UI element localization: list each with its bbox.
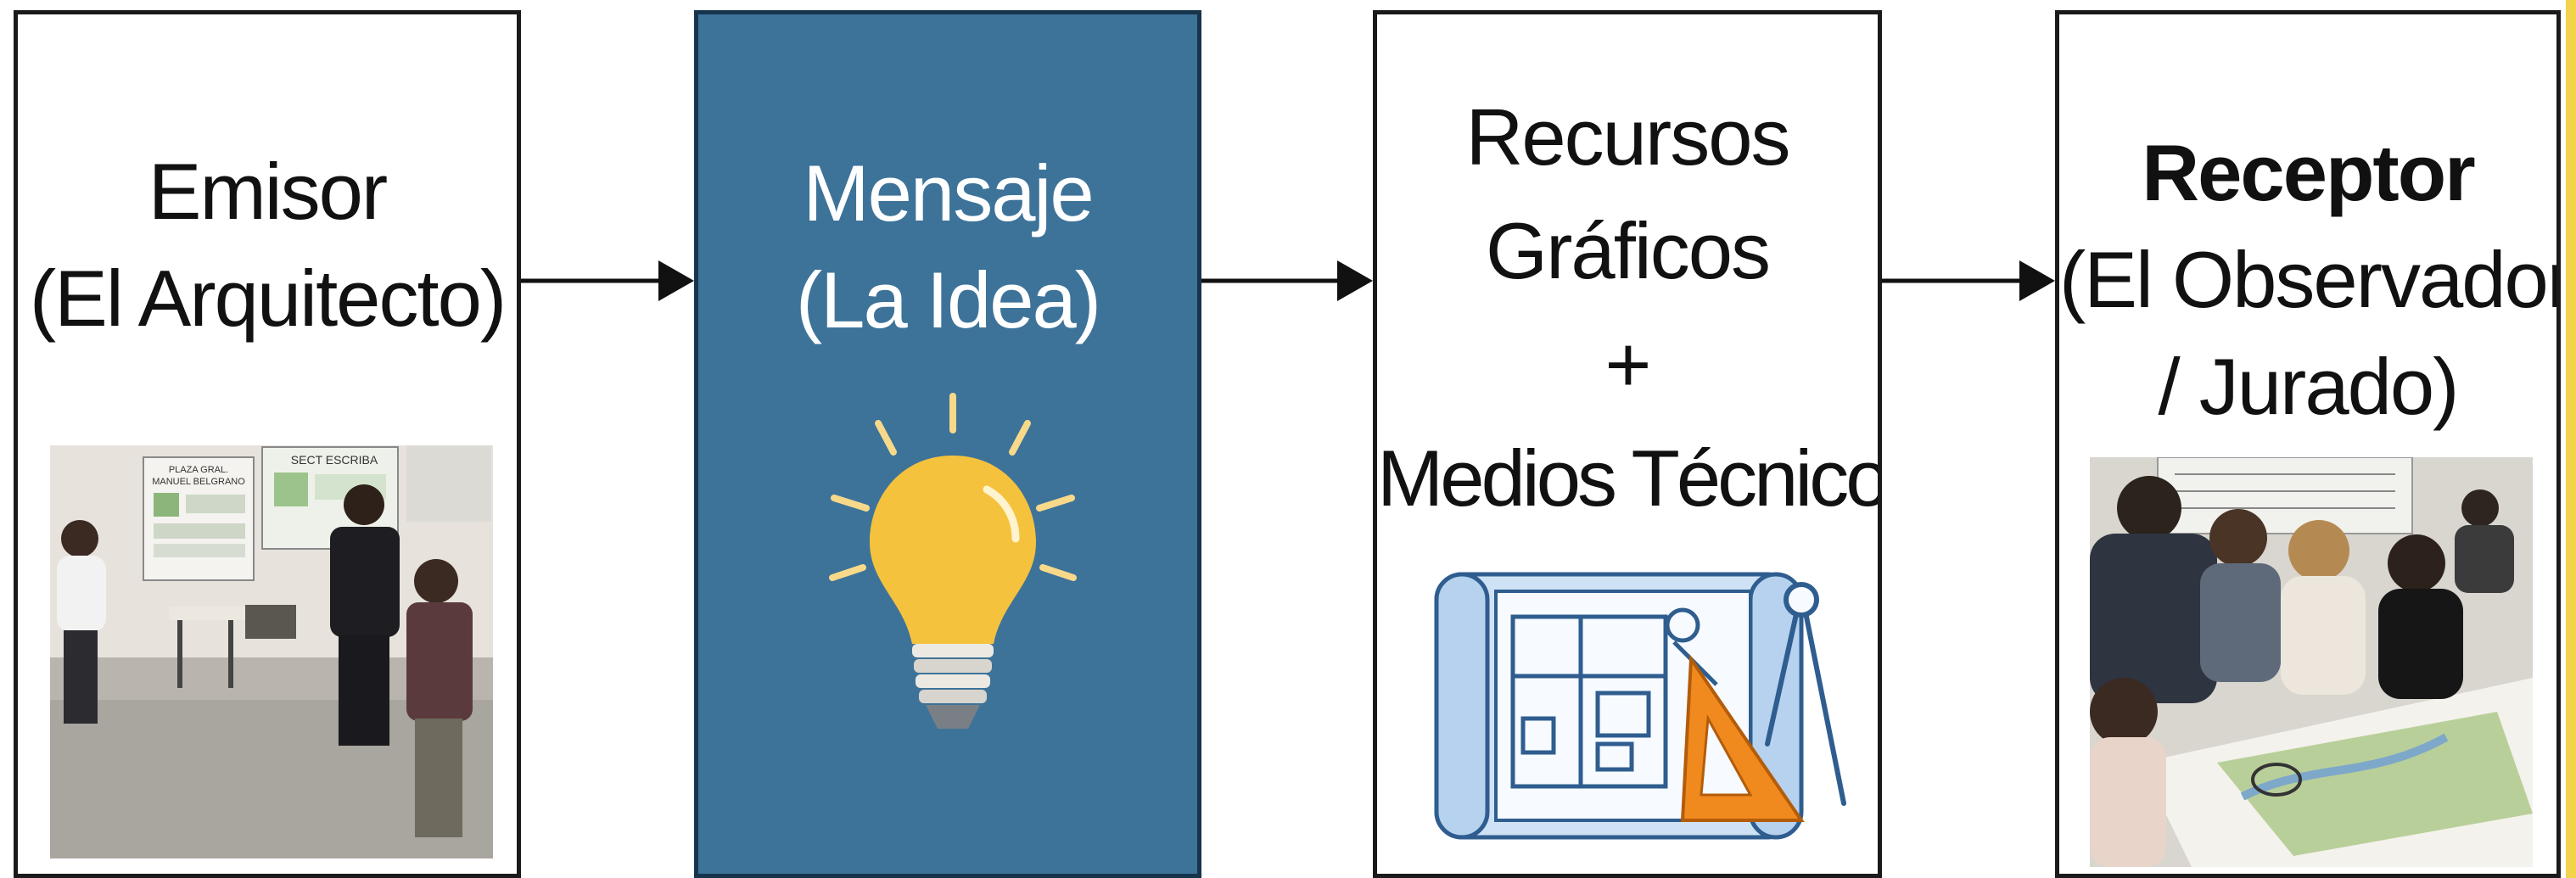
blueprint-drafting-tools-icon	[1434, 572, 1846, 840]
board-heading-line-2: MANUEL BELGRANO	[152, 477, 245, 487]
board-label: SECT ESCRIBA	[291, 453, 378, 467]
recursos-title-line-3: +	[1604, 320, 1652, 409]
students-presenting-board-photo: PLAZA GRAL. MANUEL BELGRANO SECT ESCRIBA	[50, 445, 493, 858]
recursos-title-line-4: Medios Técnicos	[1377, 433, 1882, 523]
arrow-mensaje-to-recursos	[1201, 260, 1373, 301]
mensaje-box: Mensaje (La Idea)	[694, 10, 1201, 878]
receptor-title-line-2: (El Observador	[2059, 235, 2561, 324]
lightbulb-icon	[829, 393, 1077, 729]
emisor-box: Emisor (El Arquitecto) PLAZA GRAL. MANUE…	[14, 10, 521, 878]
receptor-title-line-1: Receptor	[2142, 128, 2475, 217]
recursos-box: Recursos Gráficos + Medios Técnicos	[1373, 10, 1882, 878]
receptor-title: Receptor (El Observador / Jurado)	[2059, 120, 2556, 440]
mensaje-title-line-1: Mensaje	[803, 148, 1094, 238]
receptor-box: Receptor (El Observador / Jurado)	[2055, 10, 2561, 878]
recursos-title-line-2: Gráficos	[1486, 206, 1771, 295]
arrow-recursos-to-receptor	[1882, 260, 2055, 301]
mensaje-title: Mensaje (La Idea)	[698, 140, 1197, 354]
recursos-title-line-1: Recursos	[1465, 92, 1790, 182]
emisor-title-line-1: Emisor	[148, 147, 388, 236]
students-reviewing-map-photo	[2090, 457, 2533, 867]
emisor-title-line-2: (El Arquitecto)	[29, 254, 507, 343]
yellow-edge-strip	[2566, 0, 2576, 878]
recursos-title: Recursos Gráficos + Medios Técnicos	[1377, 81, 1878, 535]
receptor-title-line-3: / Jurado)	[2158, 342, 2460, 431]
mensaje-title-line-2: (La Idea)	[795, 255, 1101, 344]
emisor-title: Emisor (El Arquitecto)	[18, 138, 517, 352]
board-heading-line-1: PLAZA GRAL.	[169, 465, 228, 475]
arrow-emisor-to-mensaje	[521, 260, 694, 301]
